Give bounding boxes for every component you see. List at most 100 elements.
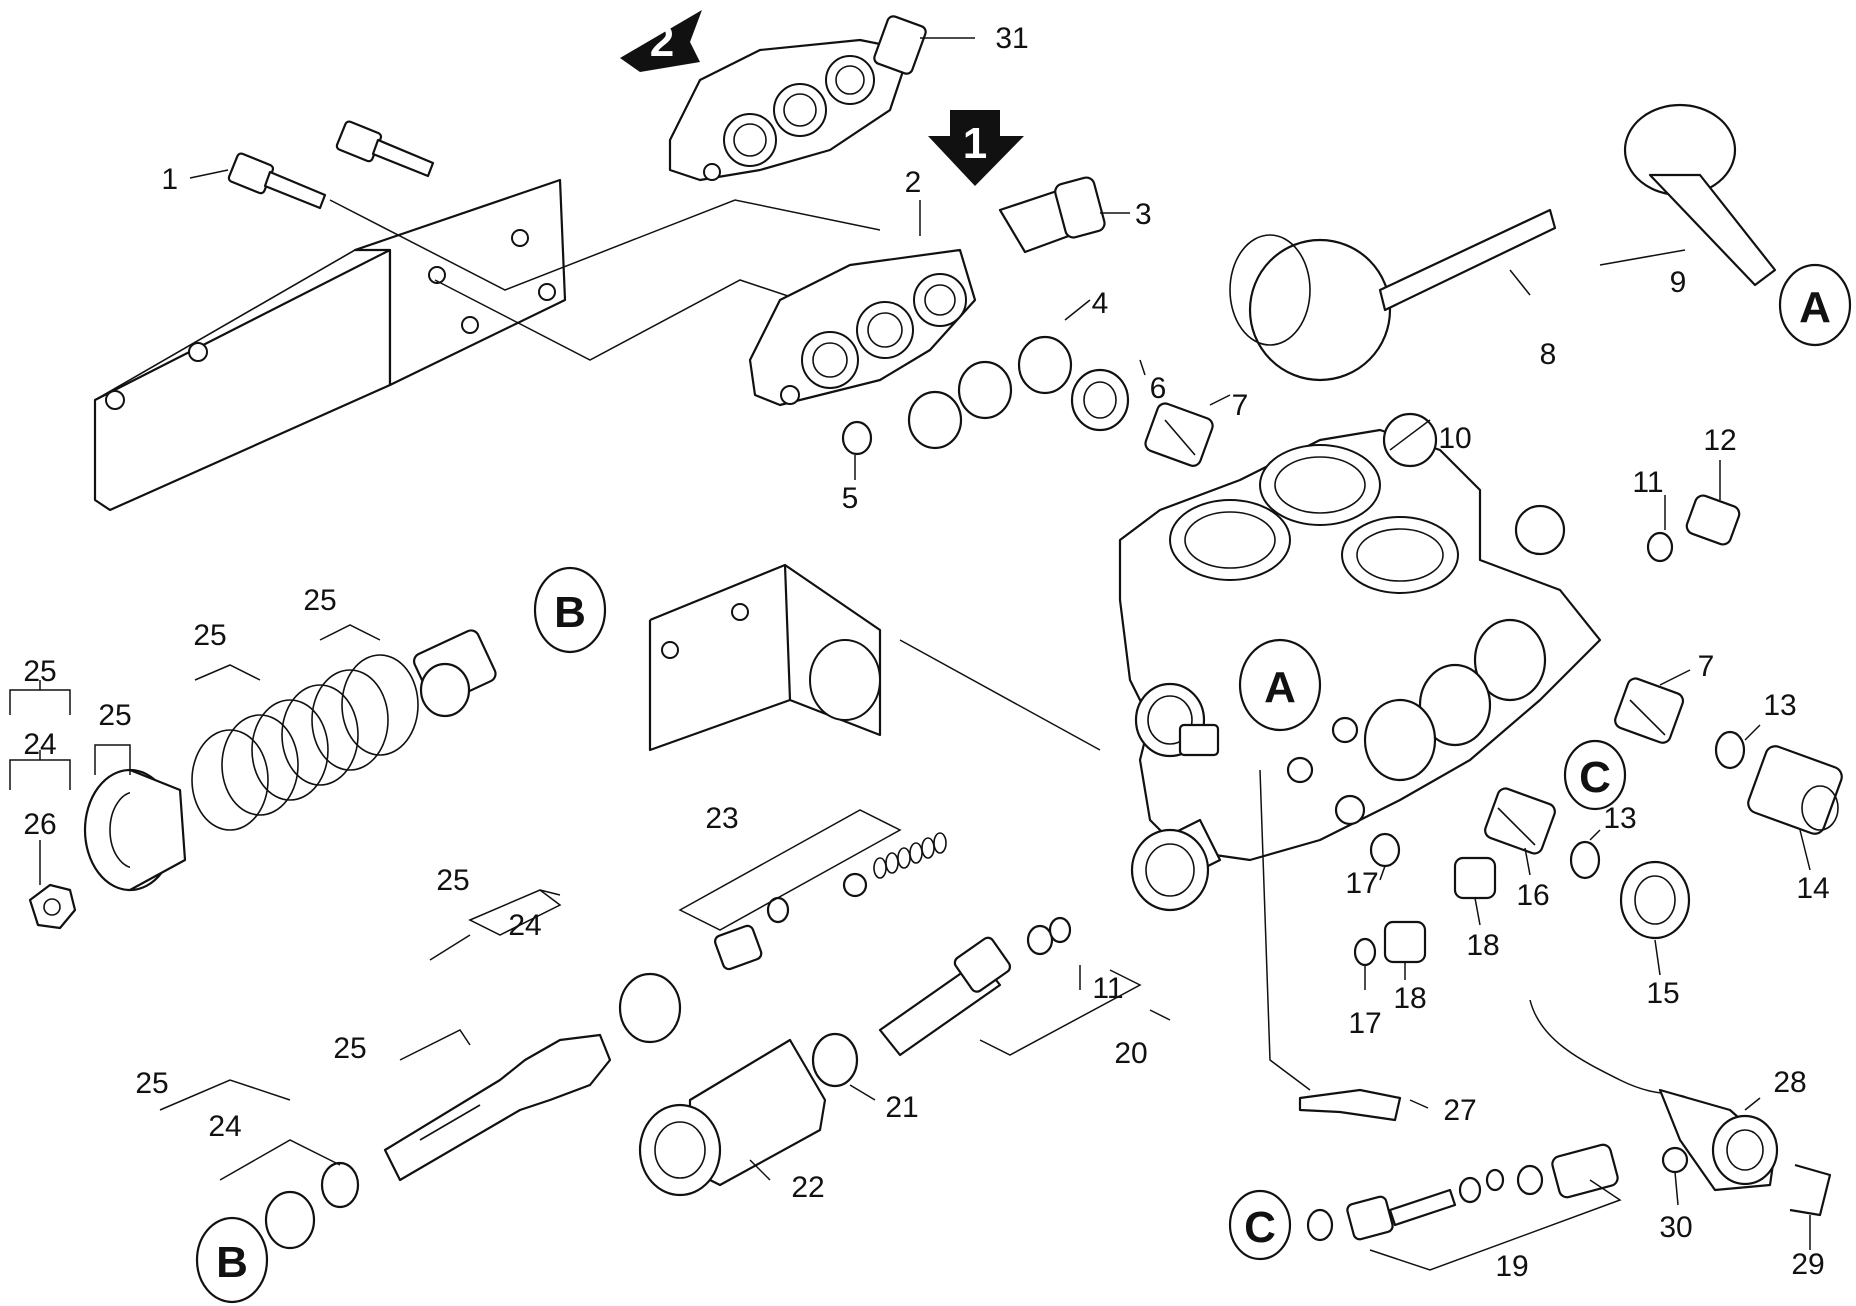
o-ring-part-4 [1017, 335, 1073, 395]
manifold-part-2 [748, 248, 977, 407]
svg-text:A: A [1264, 663, 1296, 712]
callout-21: 21 [885, 1091, 918, 1124]
callout-6: 6 [1150, 372, 1167, 405]
callout-13-top: 13 [1763, 689, 1796, 722]
o-ring-needle-a [320, 1161, 360, 1209]
bolt-left [227, 152, 327, 210]
callout-13-bottom: 13 [1603, 802, 1636, 835]
washer-part-26 [83, 768, 187, 892]
o-ring-part-11-bottom-a [1026, 924, 1054, 956]
marker-a-top: A [1778, 263, 1852, 347]
valve-assembly-part-19 [1306, 1143, 1619, 1242]
fitting-body [1130, 828, 1210, 912]
manifold-variant-2 [668, 15, 975, 182]
mounting-bracket [93, 178, 567, 512]
clip-part-27 [1298, 1088, 1402, 1122]
variant-1-arrow: 1 [928, 110, 1024, 186]
callout-12: 12 [1703, 424, 1736, 457]
variant-2-arrow: 2 [620, 10, 702, 72]
callout-9: 9 [1670, 266, 1687, 299]
callout-11-top: 11 [1632, 466, 1663, 499]
svg-text:2: 2 [650, 17, 674, 66]
callout-16: 16 [1516, 879, 1549, 912]
callout-numbers: 1 2 3 4 5 6 7 8 9 10 11 12 7 13 14 13 15… [23, 22, 1829, 1283]
callout-10: 10 [1438, 422, 1471, 455]
marker-c-bottom: C [1228, 1189, 1292, 1261]
callout-26: 26 [23, 808, 56, 841]
svg-text:B: B [554, 588, 586, 637]
piston-part-20 [878, 936, 1012, 1057]
ring-large [618, 972, 682, 1044]
callout-11-bottom: 11 [1092, 972, 1123, 1005]
callout-17-top: 17 [1345, 867, 1378, 900]
connector-part-28 [1658, 1088, 1779, 1192]
lever-part-9 [1623, 103, 1777, 287]
ring-part-21 [811, 1032, 859, 1088]
bolt-right [335, 120, 435, 178]
callout-25-g: 25 [135, 1067, 168, 1100]
valve-part-7-top [1144, 402, 1214, 467]
o-ring-b [957, 360, 1013, 420]
callout-25-c: 25 [193, 619, 226, 652]
valve-seat-small [713, 924, 763, 971]
callout-18-top: 18 [1466, 929, 1499, 962]
o-ring-part-13-bottom [1569, 840, 1601, 880]
leader-lines [189, 169, 1811, 1250]
plug-part-15 [1619, 860, 1691, 940]
clip-part-29 [1789, 1163, 1832, 1217]
o-ring-part-11-top [1646, 531, 1674, 563]
callout-17-bottom: 17 [1348, 1007, 1381, 1040]
o-ring-part-17-top [1369, 832, 1401, 868]
callout-22: 22 [791, 1171, 824, 1204]
o-ring-needle-b [264, 1190, 316, 1250]
svg-text:1: 1 [963, 119, 987, 168]
spring-small [873, 832, 947, 879]
o-ring-part-13-top [1714, 730, 1746, 770]
plug-part-14 [1747, 745, 1843, 835]
svg-text:C: C [1244, 1203, 1276, 1252]
ball [842, 872, 868, 898]
marker-b-bottom: B [195, 1216, 269, 1304]
plug-part-12 [1685, 494, 1741, 546]
callout-3: 3 [1135, 198, 1152, 231]
svg-text:B: B [216, 1238, 248, 1287]
o-ring-a [907, 390, 963, 450]
callout-25-a: 25 [23, 655, 56, 688]
callout-24-c: 24 [208, 1110, 241, 1143]
callout-30: 30 [1659, 1211, 1692, 1244]
callout-7-right: 7 [1698, 650, 1715, 683]
spring-large [191, 654, 419, 831]
callout-25-d: 25 [303, 584, 336, 617]
callout-29: 29 [1791, 1248, 1824, 1281]
plug-part-18-bottom [1383, 920, 1427, 964]
callout-2: 2 [905, 166, 922, 199]
callout-8: 8 [1540, 338, 1557, 371]
seat-part-6 [1070, 368, 1130, 432]
plug-part-18-top [1453, 856, 1497, 900]
callout-1: 1 [161, 163, 178, 196]
nipple-part-3 [998, 176, 1106, 254]
callout-25-f: 25 [333, 1032, 366, 1065]
callout-15: 15 [1646, 977, 1679, 1010]
callout-24-b: 24 [508, 909, 541, 942]
o-ring-part-17-bottom [1353, 937, 1377, 967]
marker-c-right: C [1563, 739, 1627, 811]
nut [28, 883, 77, 930]
callout-5: 5 [842, 482, 859, 515]
valve-part-7-right [1614, 677, 1685, 744]
needle [383, 1033, 612, 1182]
valve-part-16 [1484, 787, 1556, 855]
callout-28: 28 [1773, 1066, 1806, 1099]
callout-24-a: 24 [23, 728, 56, 761]
o-ring-part-5 [841, 420, 873, 456]
callout-31: 31 [995, 22, 1028, 55]
pump-head-part-10 [1118, 412, 1602, 892]
callout-23: 23 [705, 802, 738, 835]
marker-a-body: A [1238, 638, 1322, 732]
knob-part-8 [1229, 208, 1557, 382]
group-brackets [9, 624, 1622, 1271]
bypass-bracket [648, 563, 882, 752]
fitting-part-b [412, 629, 497, 718]
callout-25-b: 25 [98, 699, 131, 732]
